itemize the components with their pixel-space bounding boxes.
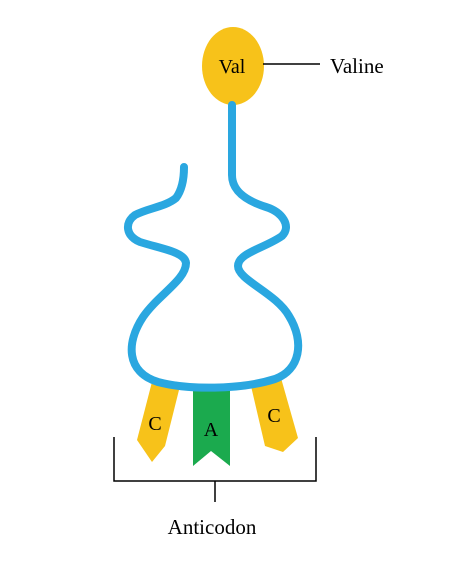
amino-acid-name: Valine — [330, 54, 384, 78]
base-c-left-shape — [137, 378, 180, 462]
base-c-left-label: C — [148, 413, 161, 435]
base-a-shape — [193, 388, 230, 466]
trna-strand — [124, 101, 303, 392]
amino-acid-circle — [202, 27, 264, 105]
base-a-label: A — [204, 419, 219, 441]
base-c-right-label: C — [267, 405, 280, 427]
amino-acid-abbreviation: Val — [219, 56, 246, 78]
anticodon-label: Anticodon — [168, 515, 257, 539]
base-c-right-shape — [251, 378, 298, 452]
